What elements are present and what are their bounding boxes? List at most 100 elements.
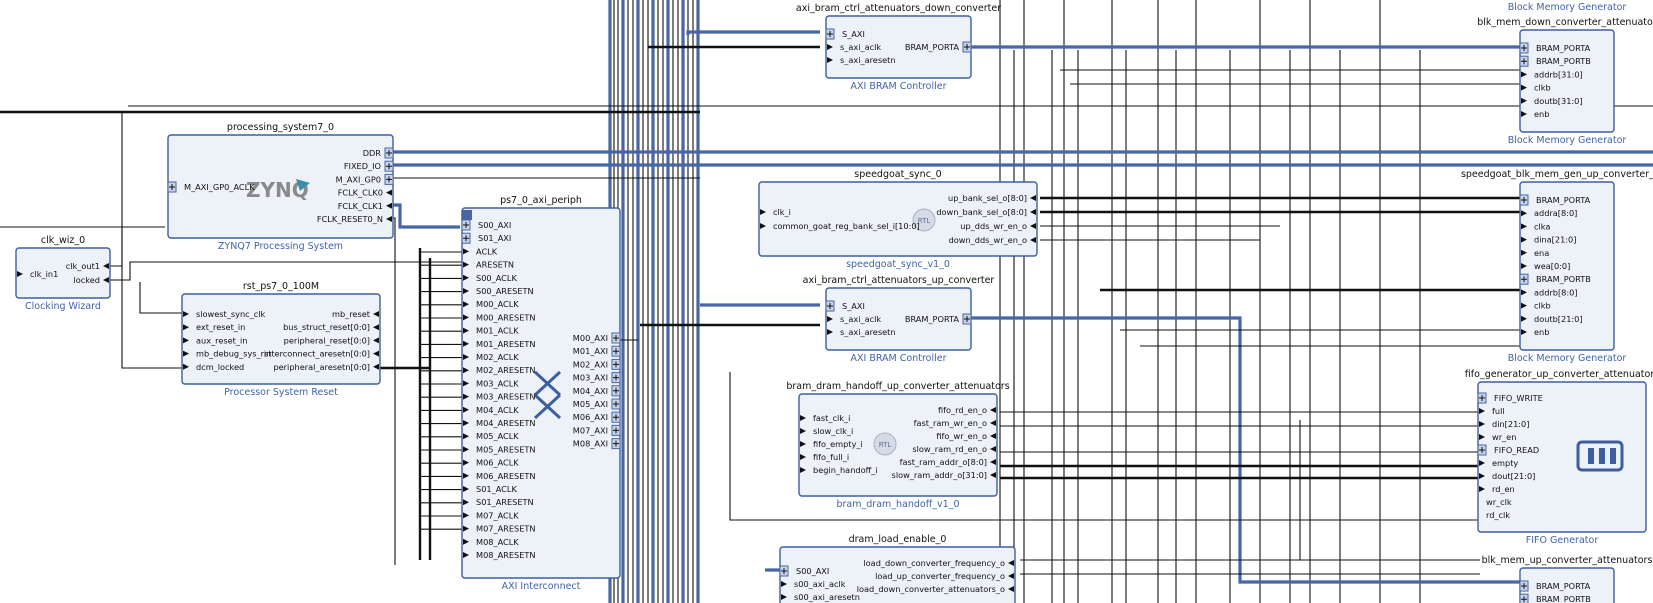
input-pin-label[interactable]: ARESETN [476, 260, 514, 270]
input-pin-label[interactable]: M03_ARESETN [476, 392, 536, 402]
output-pin-label[interactable]: peripheral_aresetn[0:0] [273, 362, 370, 372]
input-pin-label[interactable]: M06_ACLK [476, 458, 519, 468]
block-fifo_generator_up_converter_attenuators[interactable]: fifo_generator_up_converter_attenuatorsF… [1465, 369, 1653, 546]
input-pin-label[interactable]: M06_ARESETN [476, 471, 536, 481]
input-pin-label[interactable]: FIFO_READ [1494, 445, 1539, 455]
input-pin-label[interactable]: S_AXI [842, 301, 865, 311]
block-blk_mem_up_converter_attenuators[interactable]: blk_mem_up_converter_attenuatorsBRAM_POR… [1482, 555, 1653, 603]
input-pin-label[interactable]: addra[8:0] [1534, 208, 1577, 218]
output-pin-label[interactable]: M04_AXI [573, 386, 608, 396]
output-pin-label[interactable]: fifo_rd_en_o [938, 405, 987, 415]
input-pin-label[interactable]: M04_ARESETN [476, 418, 536, 428]
block-body[interactable] [1519, 181, 1615, 351]
output-pin-label[interactable]: mb_reset [332, 309, 371, 319]
output-pin-label[interactable]: M07_AXI [573, 425, 608, 435]
input-pin-label[interactable]: M_AXI_GP0_ACLK [184, 182, 255, 192]
output-pin-label[interactable]: fast_ram_addr_o[8:0] [900, 457, 987, 467]
input-pin-label[interactable]: S01_ACLK [476, 484, 517, 494]
input-pin-label[interactable]: M05_ARESETN [476, 444, 536, 454]
input-pin-label[interactable]: ACLK [476, 246, 498, 256]
output-pin-label[interactable]: slow_ram_rd_en_o [912, 444, 987, 454]
block-body[interactable] [1519, 29, 1615, 133]
input-pin-label[interactable]: rd_clk [1486, 510, 1510, 520]
input-pin-label[interactable]: din[21:0] [1492, 419, 1529, 429]
output-pin-label[interactable]: bus_struct_reset[0:0] [283, 322, 370, 332]
input-pin-label[interactable]: clk_i [773, 207, 791, 217]
output-pin-label[interactable]: M_AXI_GP0 [336, 174, 381, 184]
output-pin-label[interactable]: locked [74, 275, 100, 285]
input-pin-label[interactable]: S00_AXI [478, 220, 511, 230]
input-pin-label[interactable]: full [1492, 406, 1505, 416]
input-pin-label[interactable]: M02_ARESETN [476, 365, 536, 375]
input-pin-label[interactable]: aux_reset_in [196, 335, 247, 345]
output-pin-label[interactable]: M08_AXI [573, 439, 608, 449]
input-pin-label[interactable]: wr_clk [1486, 497, 1512, 507]
input-pin-label[interactable]: M01_ARESETN [476, 339, 536, 349]
output-pin-label[interactable]: FCLK_RESET0_N [317, 214, 383, 224]
block-body[interactable] [1477, 381, 1647, 533]
input-pin-label[interactable]: dina[21:0] [1534, 235, 1576, 245]
output-pin-label[interactable]: peripheral_reset[0:0] [284, 335, 370, 345]
input-pin-label[interactable]: fast_clk_i [813, 413, 850, 423]
output-pin-label[interactable]: up_dds_wr_en_o [960, 221, 1027, 231]
input-pin-label[interactable]: slow_clk_i [813, 426, 853, 436]
input-pin-label[interactable]: fifo_full_i [813, 452, 849, 462]
block-bram_dram_handoff_up_converter_attenuators[interactable]: bram_dram_handoff_up_converter_attenuato… [786, 381, 1009, 510]
block-axi_bram_ctrl_attenuators_up_converter[interactable]: axi_bram_ctrl_attenuators_up_converterAX… [803, 275, 995, 364]
input-pin-label[interactable]: s_axi_aresetn [840, 327, 896, 337]
input-pin-label[interactable]: wea[0:0] [1534, 261, 1570, 271]
block-body[interactable] [1519, 567, 1615, 603]
input-pin-label[interactable]: M04_ACLK [476, 405, 519, 415]
output-pin-label[interactable]: FIXED_IO [344, 161, 381, 171]
block-body[interactable] [798, 393, 998, 497]
input-pin-label[interactable]: s_axi_aresetn [840, 55, 896, 65]
input-pin-label[interactable]: fifo_empty_i [813, 439, 863, 449]
output-pin-label[interactable]: BRAM_PORTA [905, 42, 960, 52]
input-pin-label[interactable]: M07_ACLK [476, 510, 519, 520]
input-pin-label[interactable]: BRAM_PORTA [1536, 581, 1591, 591]
input-pin-label[interactable]: BRAM_PORTA [1536, 195, 1591, 205]
output-pin-label[interactable]: M01_AXI [573, 346, 608, 356]
input-pin-label[interactable]: s_axi_aclk [840, 314, 881, 324]
input-pin-label[interactable]: mb_debug_sys_rst [196, 349, 272, 359]
input-pin-label[interactable]: s_axi_aclk [840, 42, 881, 52]
output-pin-label[interactable]: load_down_converter_attenuators_o [857, 584, 1005, 594]
block-body[interactable] [779, 546, 1016, 603]
output-pin-label[interactable]: FCLK_CLK0 [338, 188, 383, 198]
input-pin-label[interactable]: M03_ACLK [476, 378, 519, 388]
input-pin-label[interactable]: M01_ACLK [476, 326, 519, 336]
input-pin-label[interactable]: dcm_locked [196, 362, 244, 372]
output-pin-label[interactable]: load_down_converter_frequency_o [863, 558, 1005, 568]
input-pin-label[interactable]: clka [1534, 221, 1550, 231]
input-pin-label[interactable]: BRAM_PORTA [1536, 43, 1591, 53]
input-pin-label[interactable]: wr_en [1492, 432, 1516, 442]
output-pin-label[interactable]: clk_out1 [66, 261, 100, 271]
output-pin-label[interactable]: fast_ram_wr_en_o [914, 418, 987, 428]
output-pin-label[interactable]: load_up_converter_frequency_o [875, 571, 1005, 581]
input-pin-label[interactable]: M00_ACLK [476, 299, 519, 309]
input-pin-label[interactable]: S00_AXI [796, 566, 829, 576]
input-pin-label[interactable]: FIFO_WRITE [1494, 393, 1543, 403]
output-pin-label[interactable]: DDR [363, 148, 382, 158]
input-pin-label[interactable]: S00_ARESETN [476, 286, 534, 296]
input-pin-label[interactable]: addrb[31:0] [1534, 69, 1583, 79]
input-pin-label[interactable]: ext_reset_in [196, 322, 245, 332]
input-pin-label[interactable]: clkb [1534, 83, 1551, 93]
input-pin-label[interactable]: rd_en [1492, 484, 1515, 494]
input-pin-label[interactable]: s00_axi_aclk [794, 579, 846, 589]
input-pin-label[interactable]: BRAM_PORTB [1536, 594, 1591, 603]
input-pin-label[interactable]: common_goat_reg_bank_sel_i[10:0] [773, 221, 920, 231]
input-pin-label[interactable]: dout[21:0] [1492, 471, 1535, 481]
input-pin-label[interactable]: s00_axi_aresetn [794, 592, 860, 602]
block-body[interactable] [181, 293, 381, 385]
input-pin-label[interactable]: enb [1534, 109, 1549, 119]
input-pin-label[interactable]: ena [1534, 248, 1549, 258]
block-dram_load_enable_0[interactable]: dram_load_enable_0S00_AXIs00_axi_aclks00… [779, 534, 1016, 603]
input-pin-label[interactable]: M05_ACLK [476, 431, 519, 441]
output-pin-label[interactable]: M00_AXI [573, 333, 608, 343]
